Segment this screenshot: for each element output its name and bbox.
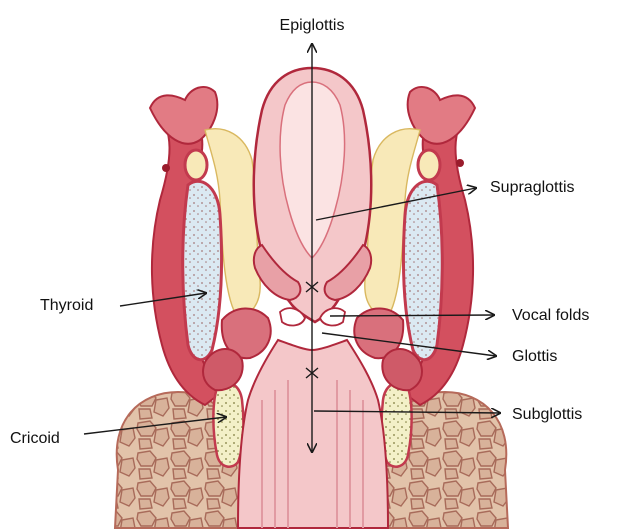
label-thyroid: Thyroid <box>40 297 93 314</box>
label-subglottis: Subglottis <box>512 406 582 423</box>
left-superior-cornu <box>185 150 207 180</box>
right-superior-cornu <box>418 150 440 180</box>
label-vocal-folds: Vocal folds <box>512 307 589 324</box>
left-red-dot <box>162 164 170 172</box>
label-epiglottis: Epiglottis <box>280 17 345 34</box>
label-cricoid: Cricoid <box>10 430 60 447</box>
left-cricoid-cartilage <box>213 382 243 466</box>
label-supraglottis: Supraglottis <box>490 179 575 196</box>
right-red-dot <box>456 159 464 167</box>
right-lower-muscle <box>382 349 422 390</box>
left-lower-muscle <box>203 349 243 390</box>
vocal-folds-leader <box>330 315 494 316</box>
right-thyroid-cartilage <box>404 181 443 359</box>
left-thyroid-cartilage <box>183 181 222 359</box>
label-glottis: Glottis <box>512 348 557 365</box>
subglottic-trachea <box>238 340 388 528</box>
